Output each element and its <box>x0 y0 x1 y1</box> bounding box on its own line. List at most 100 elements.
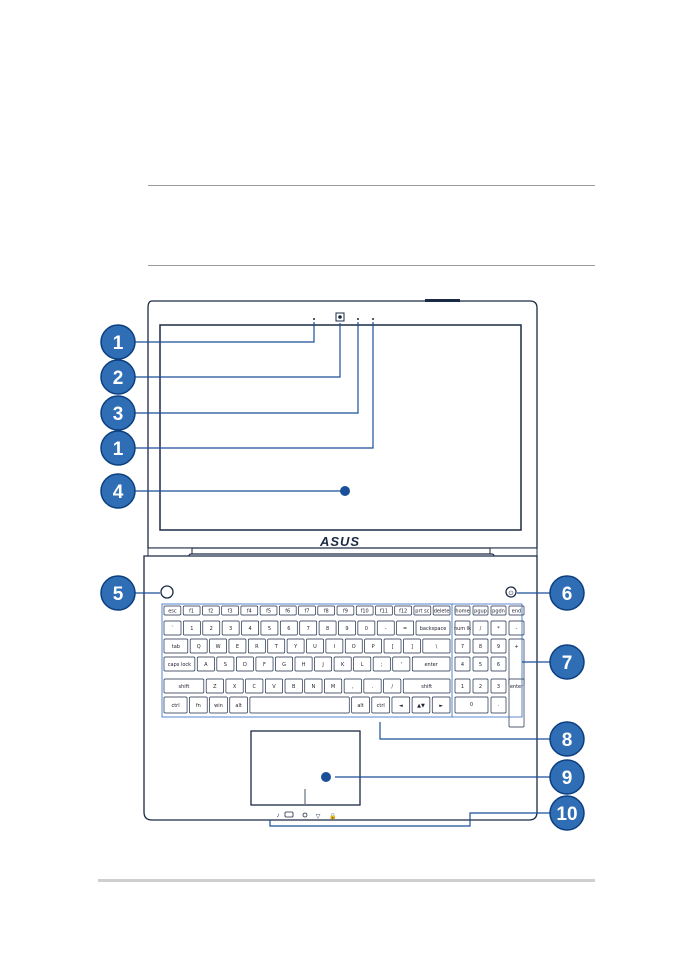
key: X <box>225 678 244 694</box>
key: D <box>236 656 254 672</box>
key: f9 <box>336 605 355 616</box>
numpad-key: 0 <box>454 696 489 714</box>
callout-number: 1 <box>113 333 124 354</box>
key: f10 <box>355 605 374 616</box>
key: ◄ <box>391 696 411 714</box>
callout-number: 2 <box>113 368 124 389</box>
numpad-key: / <box>472 620 489 636</box>
key: Q <box>189 638 208 654</box>
key-label: f11 <box>380 609 388 615</box>
key-label: Q <box>197 644 201 650</box>
key-label: U <box>313 644 317 650</box>
key-label: C <box>253 684 257 690</box>
callout-number: 7 <box>562 653 573 674</box>
key-label: f8 <box>324 609 329 615</box>
key: ► <box>431 696 451 714</box>
key-label: 1 <box>190 626 193 632</box>
key-label: V <box>272 684 276 690</box>
callout-number: 5 <box>113 584 124 605</box>
camera-indicator <box>357 318 359 320</box>
numpad-key: pgup <box>472 605 489 616</box>
key-label: f1 <box>189 609 194 615</box>
leader-lines <box>130 322 550 827</box>
callout-number: 6 <box>562 584 573 605</box>
key: Z <box>205 678 224 694</box>
key-label: L <box>361 662 364 668</box>
bottom-divider <box>148 265 595 266</box>
key: ctrl <box>371 696 390 714</box>
key-label: f4 <box>247 609 252 615</box>
key: delete <box>432 605 451 616</box>
key: L <box>353 656 372 672</box>
callout-number: 4 <box>113 482 124 503</box>
key-label: win <box>214 703 223 709</box>
key-label: K <box>341 662 345 668</box>
key-label: ' <box>401 662 402 668</box>
callout-badge <box>549 759 585 795</box>
key-label: ` <box>171 626 174 632</box>
key: 3 <box>221 620 240 636</box>
callout-camera-indicator: 3 <box>100 395 136 431</box>
key: backspace <box>415 620 451 636</box>
key-label: f9 <box>343 609 348 615</box>
callout-badge <box>100 395 136 431</box>
key-label: enter <box>424 662 438 668</box>
key: U <box>306 638 324 654</box>
key: R <box>247 638 266 654</box>
numpad-key: pgdn <box>490 605 507 616</box>
battery-indicator-icon <box>284 811 294 818</box>
key: K <box>333 656 352 672</box>
key-label: 0 <box>365 626 368 632</box>
key-label: ctrl <box>377 703 385 709</box>
key: ; <box>372 656 391 672</box>
key-label: ▲▼ <box>417 703 425 709</box>
callout-webcam: 2 <box>100 359 136 395</box>
key-label: fn <box>196 703 201 709</box>
key: T <box>267 638 286 654</box>
webcam-lens <box>338 315 342 319</box>
key: 1 <box>183 620 201 636</box>
key: G <box>275 656 293 672</box>
key-label: 9 <box>497 644 500 650</box>
key: E <box>228 638 247 654</box>
key-label: backspace <box>420 626 447 632</box>
key-label: E <box>236 644 239 650</box>
wifi-indicator-icon: ▽ <box>316 814 321 820</box>
key-label: f3 <box>228 609 233 615</box>
key-label: ► <box>439 703 443 709</box>
key-label: . <box>498 702 500 708</box>
callout-badge <box>549 721 585 757</box>
numpad-key: * <box>490 620 507 636</box>
key-label: 3 <box>497 684 500 690</box>
key-label: prt sc <box>415 609 429 615</box>
key: win <box>209 696 228 714</box>
key: f2 <box>202 605 220 616</box>
key-label: R <box>255 644 259 650</box>
key-label: delete <box>434 609 450 615</box>
numpad-key: 5 <box>472 656 489 672</box>
microphone-left <box>313 318 315 320</box>
key-label: pgup <box>474 609 487 615</box>
key: shift <box>163 678 205 694</box>
callout-microphone-right: 1 <box>100 430 136 466</box>
numpad-key: 2 <box>472 678 489 694</box>
key-label: N <box>312 684 316 690</box>
key: f5 <box>259 605 278 616</box>
key: f3 <box>221 605 239 616</box>
key-label: I <box>334 644 335 650</box>
key: B <box>284 678 303 694</box>
key: A <box>196 656 215 672</box>
key-label: 2 <box>479 684 482 690</box>
callout-badge <box>100 324 136 360</box>
top-divider <box>148 185 595 186</box>
key-label: - <box>385 626 387 632</box>
key: 2 <box>202 620 221 636</box>
callout-number: 3 <box>113 404 124 425</box>
key-label: enter <box>510 684 524 690</box>
power-button <box>505 586 517 598</box>
key-label: 6 <box>497 662 500 668</box>
key: caps lock <box>163 656 196 672</box>
touchpad-target-dot <box>321 772 331 782</box>
key-label: 4 <box>248 626 251 632</box>
